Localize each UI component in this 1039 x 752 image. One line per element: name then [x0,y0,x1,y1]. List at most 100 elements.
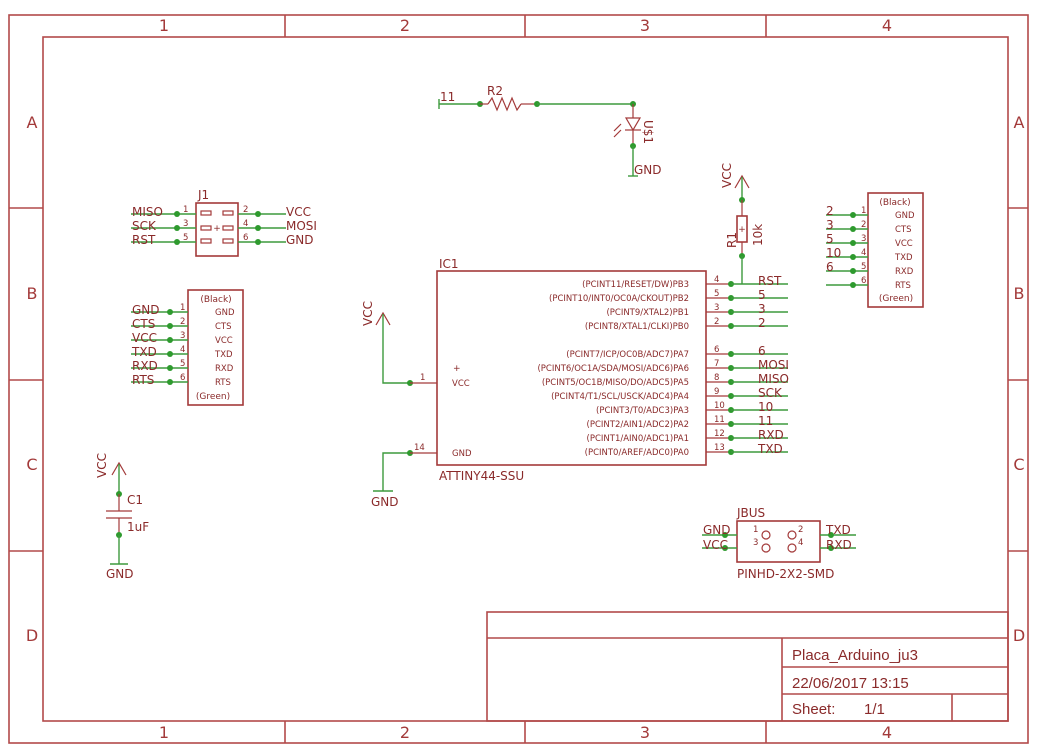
ic1-pin-name: (PCINT3/T0/ADC3)PA3 [596,406,689,416]
ic1-pin-name: (PCINT6/OC1A/SDA/MOSI/ADC6)PA6 [537,364,689,374]
ic1-gnd-supply-label: GND [371,495,399,509]
left-zone-ruler: A B C D [9,113,43,645]
ftdi-right-pin-number: 4 [861,248,866,258]
ic1-pin-name: (PCINT7/ICP/OC0B/ADC7)PA7 [566,350,689,360]
j1-rst-label: RST [132,233,156,247]
r2-ref: R2 [487,84,503,98]
r1-resistor: VCC + R1 10k [720,163,765,284]
ic1-pin-number: 7 [714,359,719,369]
ftdi-right-junction [850,240,856,246]
ftdi-right-net-label: 3 [826,218,834,232]
ftdi-left-junction [167,351,173,357]
zone-col-2-bottom: 2 [400,723,410,742]
ic1-pin-number: 6 [714,345,719,355]
ic1-pin-name: (PCINT2/AIN1/ADC2)PA2 [587,420,689,430]
j1-gnd-label: GND [286,233,314,247]
zone-row-a-left: A [27,113,38,132]
ftdi-left-bottom-label: (Green) [196,392,230,402]
ftdi-right-net-label: 5 [826,232,834,246]
ic1-net-label: RST [758,274,782,288]
j1-sck-label: SCK [132,219,157,233]
ftdi-left-junction [167,323,173,329]
ftdi-right-net-label: 2 [826,204,834,218]
sheet-label: Sheet: [792,701,835,718]
zone-row-c-right: C [1013,455,1024,474]
jbus-part: PINHD-2X2-SMD [737,567,834,581]
zone-row-d-right: D [1013,626,1025,645]
jbus-ref: JBUS [736,506,765,520]
ic1-net-label: 2 [758,316,766,330]
j1-vcc-label: VCC [286,205,311,219]
ftdi-right-pin-number: 2 [861,220,866,230]
svg-text:3: 3 [753,538,758,548]
svg-text:1: 1 [183,205,188,215]
svg-text:2: 2 [798,525,803,535]
ic1-pin-number: 8 [714,373,719,383]
ftdi-left-junction [167,379,173,385]
ftdi-right-net-label: 6 [826,260,834,274]
ftdi-left-pin-number: 3 [180,331,185,341]
top-zone-ruler: 1 2 3 4 [159,15,892,37]
jbus-vcc-label: VCC [703,538,728,552]
ftdi-left-pin-number: 2 [180,317,185,327]
ftdi-left-pin-name: TXD [214,350,233,360]
j1-miso-label: MISO [132,205,163,219]
zone-col-4-bottom: 4 [882,723,892,742]
led-u1: U$1 GND [613,101,662,177]
ftdi-left-net-label: CTS [132,317,155,331]
ic1-pin-number: 13 [714,443,725,453]
ic1-pin-name: (PCINT9/XTAL2)PB1 [606,308,689,318]
r1-vcc-label: VCC [720,163,734,188]
zone-row-b-left: B [27,284,38,303]
ic1-pin-name: (PCINT11/RESET/DW)PB3 [582,280,689,290]
ftdi-left-top-label: (Black) [200,295,231,305]
ftdi-left-pin-name: RTS [215,378,231,388]
r2-resistor: 11 R2 [438,84,633,112]
ftdi-left-junction [167,309,173,315]
ftdi-left-pin-number: 1 [180,303,185,313]
ftdi-right-pin-number: 3 [861,234,866,244]
ic1-net-label: MOSI [758,358,789,372]
ftdi-left-net-label: RTS [132,373,154,387]
ic1-net-label: RXD [758,428,784,442]
ftdi-right-bottom-label: (Green) [879,294,913,304]
ic1-net-label: MISO [758,372,789,386]
ftdi-right-net-label: 10 [826,246,841,260]
c1-vcc-label: VCC [95,453,109,478]
zone-row-d-left: D [26,626,38,645]
ic1-pin-number: 3 [714,303,719,313]
ic1-net-label: 5 [758,288,766,302]
r1-ref: R1 [725,232,739,248]
svg-text:14: 14 [414,443,425,453]
j1-mosi-label: MOSI [286,219,317,233]
svg-text:GND: GND [452,449,472,459]
zone-col-4-top: 4 [882,16,892,35]
right-zone-ruler: A B C D [1008,113,1028,645]
sheet-value: 1/1 [864,701,885,718]
ftdi-left-pin-name: GND [215,308,235,318]
ftdi-right-junction [850,254,856,260]
ftdi-right-pin-name: RXD [895,267,914,277]
led-gnd-label: GND [634,163,662,177]
svg-text:1: 1 [753,525,758,535]
c1-ref: C1 [127,493,143,507]
ic1-net-label: 11 [758,414,773,428]
ftdi-left-junction [167,365,173,371]
ftdi-right-junction [850,212,856,218]
zone-row-b-right: B [1014,284,1025,303]
jbus-txd-label: TXD [825,523,851,537]
zone-col-1-top: 1 [159,16,169,35]
ftdi-right-pin-name: CTS [895,225,912,235]
ic1-pin-number: 4 [714,275,719,285]
outer-frame [8,14,1029,744]
led-ref: U$1 [641,120,655,144]
ftdi-left-junction [167,337,173,343]
ftdi-left-pin-number: 4 [180,345,185,355]
ftdi-left-pin-number: 5 [180,359,185,369]
ftdi-right-pin-number: 1 [861,206,866,216]
ic1-part: ATTINY44-SSU [439,469,524,483]
ftdi-right-pin-number: 6 [861,276,866,286]
ic1-net-label: TXD [757,442,783,456]
